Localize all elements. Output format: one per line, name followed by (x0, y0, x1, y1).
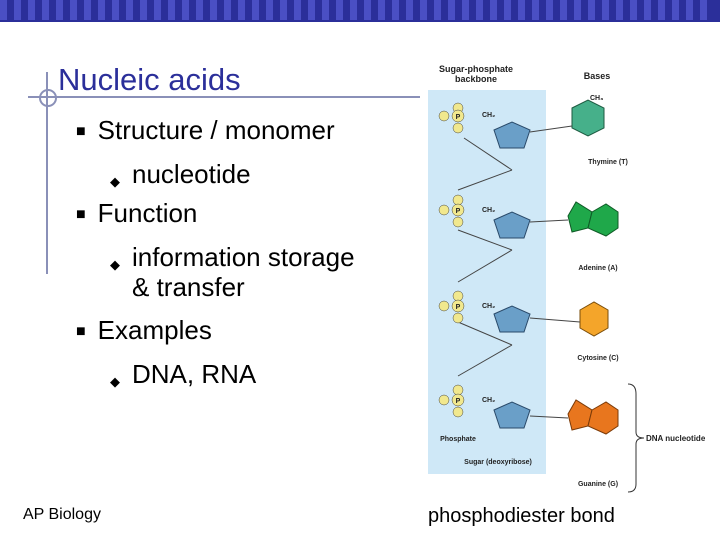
phosphate-label: Phosphate (440, 436, 476, 443)
decor-crosshair-circle (39, 89, 57, 107)
footer-caption: phosphodiester bond (428, 505, 615, 527)
thymine-label: Thymine (T) (588, 159, 628, 166)
sugar-label: Sugar (deoxyribose) (464, 459, 532, 466)
sub-bullet-nucleotide: ◆nucleotide (110, 159, 251, 189)
adenine-ring-2 (587, 203, 619, 237)
sugar-ring (493, 401, 531, 429)
bases-header: Bases (584, 71, 611, 81)
svg-text:P: P (456, 114, 461, 121)
sugar-ring (493, 305, 531, 333)
svg-text:P: P (456, 208, 461, 215)
nucleotide-thymine: P CH₂ CH₃ Thymine (T) (438, 95, 628, 166)
sugar-ring (493, 121, 531, 149)
backbone-header: Sugar-phosphate (439, 64, 513, 74)
dna-strand-diagram: Sugar-phosphate backbone Bases P CH₂ CH₃… (428, 64, 706, 493)
cytosine-label: Cytosine (C) (577, 355, 618, 362)
svg-text:CH₃: CH₃ (590, 95, 603, 102)
svg-text:CH₂: CH₂ (482, 303, 495, 310)
bullet-function: ■Function (76, 198, 198, 228)
diamond-bullet-icon: ◆ (110, 374, 120, 389)
backbone-header-2: backbone (455, 74, 497, 84)
diamond-bullet-icon: ◆ (110, 257, 120, 272)
svg-text:CH₂: CH₂ (482, 207, 495, 214)
bullet-examples: ■Examples (76, 315, 212, 345)
svg-text:P: P (456, 398, 461, 405)
guanine-label: Guanine (G) (578, 481, 618, 488)
nucleotide-guanine: P CH₂ Guanine (G) (438, 384, 619, 488)
sub-bullet-dna-rna: ◆DNA, RNA (110, 359, 256, 389)
svg-text:P: P (456, 304, 461, 311)
cytosine-ring (579, 301, 609, 337)
square-bullet-icon: ■ (76, 323, 86, 340)
adenine-label: Adenine (A) (578, 265, 617, 272)
nucleotide-adenine: P CH₂ Adenine (A) (438, 194, 619, 272)
nucleotide-bracket (627, 383, 645, 493)
sugar-ring (493, 211, 531, 239)
dna-nucleotide-label: DNA nucleotide (646, 434, 706, 443)
bullet-structure: ■Structure / monomer (76, 115, 335, 145)
sub-bullet-information: ◆information storage& transfer (110, 242, 355, 302)
thymine-ring (571, 99, 605, 137)
diamond-bullet-icon: ◆ (110, 174, 120, 189)
svg-text:CH₂: CH₂ (482, 397, 495, 404)
decor-horizontal-line (28, 96, 420, 98)
footer-course-label: AP Biology (23, 506, 101, 523)
title-bar-decoration (0, 0, 720, 22)
svg-text:CH₂: CH₂ (482, 112, 495, 119)
decor-vertical-line (46, 72, 48, 274)
guanine-ring-2 (587, 401, 619, 435)
nucleotide-cytosine: P CH₂ Cytosine (C) (438, 290, 619, 362)
slide-title: Nucleic acids (58, 62, 241, 97)
square-bullet-icon: ■ (76, 206, 86, 223)
square-bullet-icon: ■ (76, 123, 86, 140)
